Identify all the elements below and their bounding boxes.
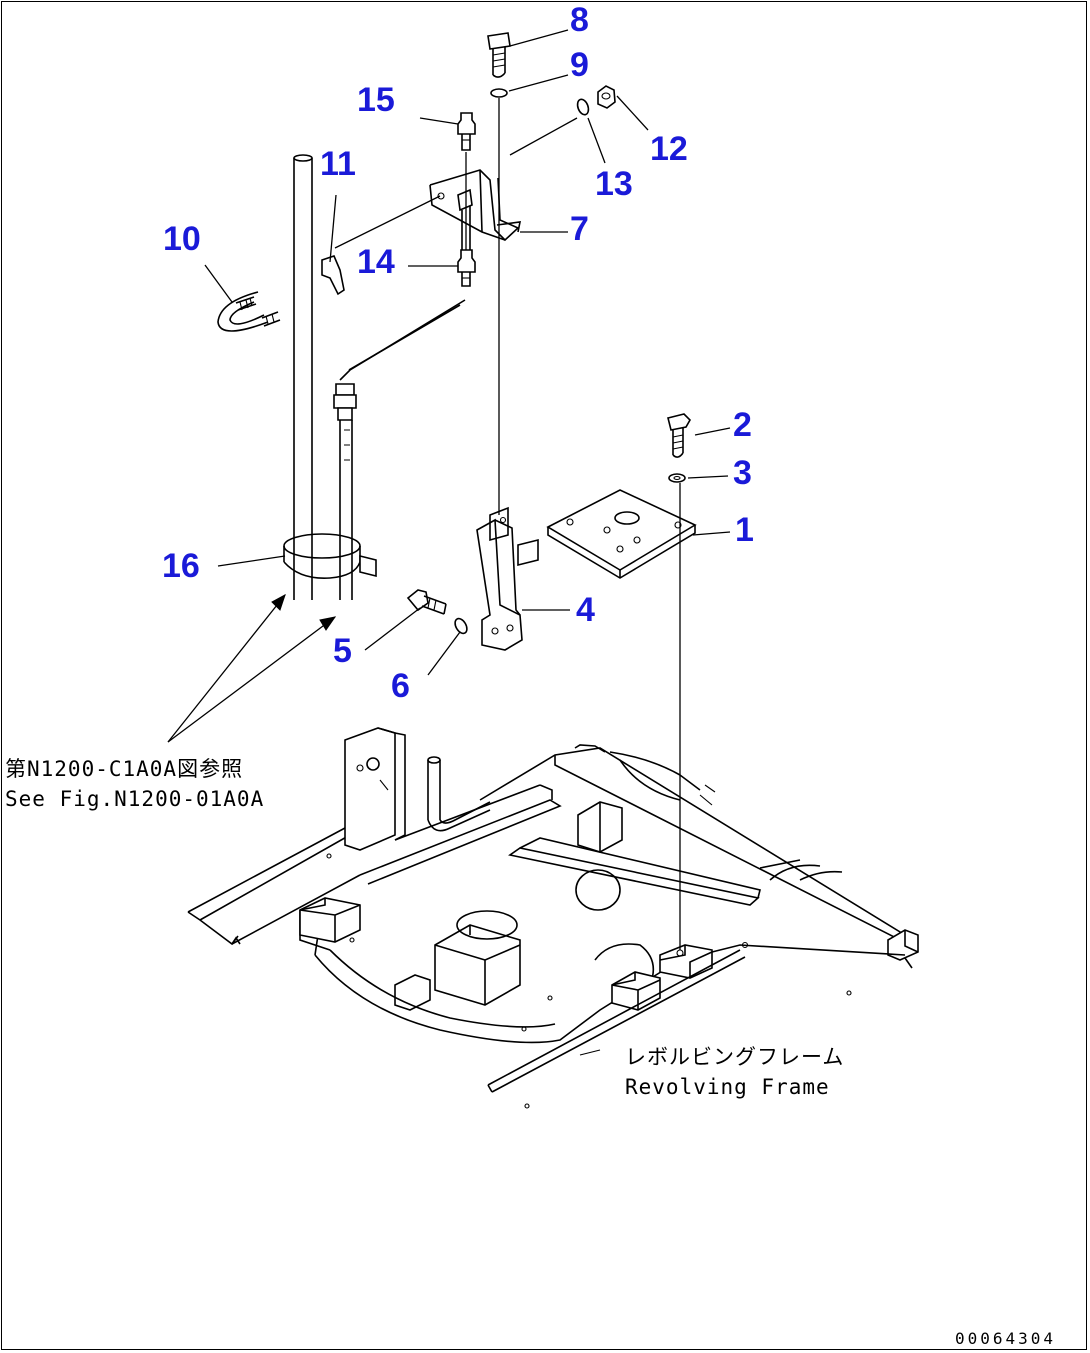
bracket-part-4 xyxy=(476,506,539,651)
callout-1: 1 xyxy=(735,511,754,549)
callout-7: 7 xyxy=(570,210,589,248)
callout-8: 8 xyxy=(570,1,589,39)
callout-4: 4 xyxy=(576,591,595,629)
mounting-plate-part-1 xyxy=(546,489,697,579)
bolt-part-5 xyxy=(406,589,447,615)
washer-part-9 xyxy=(490,88,508,98)
washer-part-3 xyxy=(668,473,686,483)
fitting-part-15 xyxy=(457,112,476,151)
callout-3: 3 xyxy=(733,454,752,492)
callout-14: 14 xyxy=(357,243,395,281)
leader-lines xyxy=(167,29,731,950)
callout-6: 6 xyxy=(391,667,410,705)
fitting-part-14 xyxy=(457,188,476,287)
washer-part-13 xyxy=(576,98,590,116)
callout-2: 2 xyxy=(733,406,752,444)
pipes xyxy=(293,154,466,600)
revolving-frame xyxy=(187,727,919,1109)
bolt-part-8 xyxy=(487,32,511,78)
callout-13: 13 xyxy=(595,165,633,203)
clip-part-11 xyxy=(321,255,345,296)
callout-11: 11 xyxy=(320,145,356,183)
reference-note-en: See Fig.N1200-01A0A xyxy=(5,787,264,811)
callout-15: 15 xyxy=(357,81,395,119)
drawing-code: 00064304 xyxy=(955,1329,1056,1348)
reference-note-jp: 第N1200-C1A0A図参照 xyxy=(5,757,243,781)
nut-part-12 xyxy=(597,85,616,109)
u-bolt-part-10 xyxy=(217,291,281,332)
callout-12: 12 xyxy=(650,130,688,168)
callout-9: 9 xyxy=(570,46,589,84)
band-part-16 xyxy=(283,533,377,579)
callout-16: 16 xyxy=(162,547,200,585)
callout-10: 10 xyxy=(163,220,201,258)
callout-5: 5 xyxy=(333,632,352,670)
frame-label-jp: レボルビングフレーム xyxy=(625,1045,844,1069)
washer-part-6 xyxy=(454,617,468,635)
bolt-part-2 xyxy=(667,413,691,458)
bracket-part-7 xyxy=(429,169,522,242)
frame-label-en: Revolving Frame xyxy=(625,1075,830,1099)
